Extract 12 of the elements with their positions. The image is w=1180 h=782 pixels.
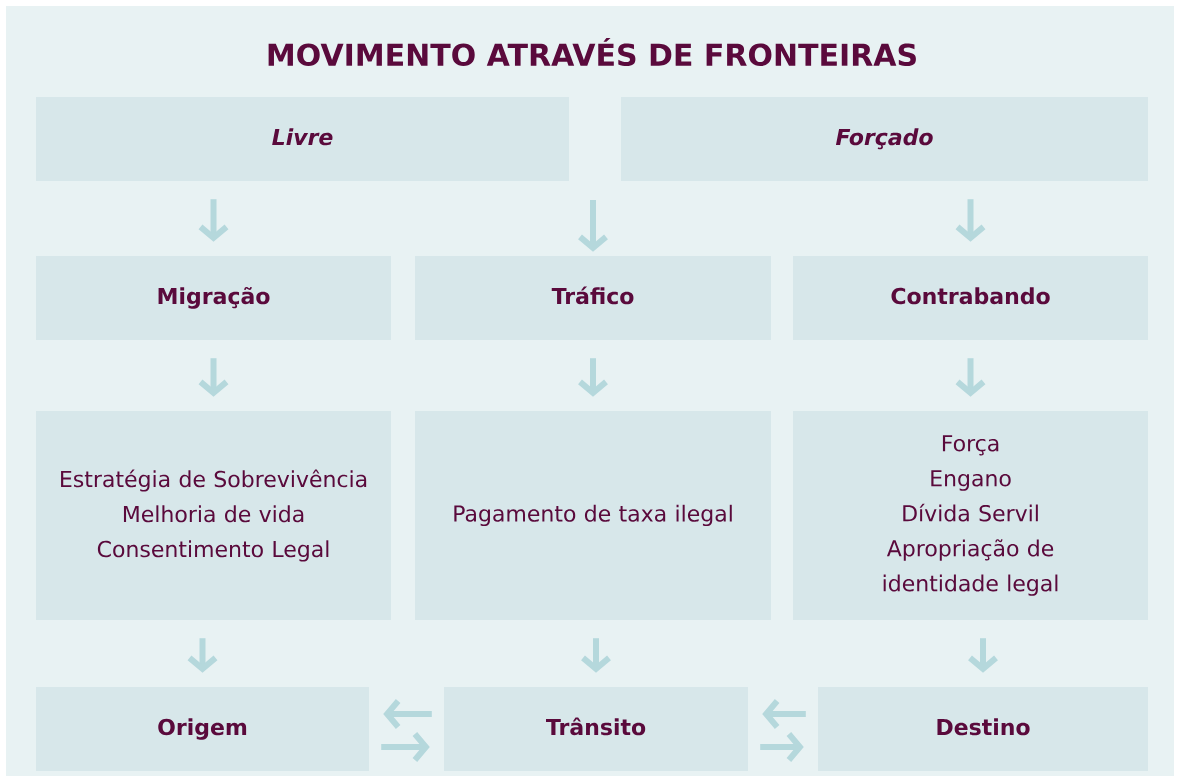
process-box: Estratégia de Sobrevivência Melhoria de vida Consentimento Legal [36, 411, 391, 620]
process-box: Forçado [621, 97, 1148, 181]
process-box: Destino [818, 687, 1148, 771]
process-box: Força Engano Dívida Servil Apropriação de identidade legal [793, 411, 1148, 620]
process-box: Tráfico [415, 256, 771, 340]
title: MOVIMENTO ATRAVÉS DE FRONTEIRAS [268, 37, 916, 67]
process-box: Origem [36, 687, 369, 771]
process-box: Pagamento de taxa ilegal [415, 411, 771, 620]
process-box: Livre [36, 97, 569, 181]
process-box: Trânsito [444, 687, 748, 771]
process-box: Migração [36, 256, 391, 340]
process-box: Contrabando [793, 256, 1148, 340]
